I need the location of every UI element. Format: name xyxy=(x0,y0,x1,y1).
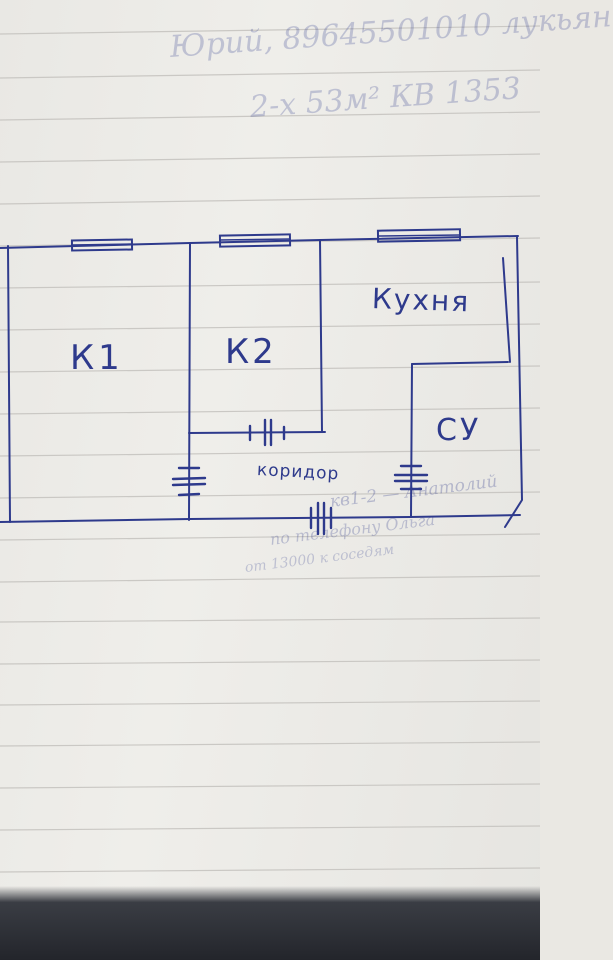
bottom-wall xyxy=(0,514,521,523)
entrance-door xyxy=(309,501,333,536)
right-wall xyxy=(504,236,523,528)
room-label-kitchen: Кухня xyxy=(371,282,471,319)
wall-bathroom-top xyxy=(411,361,509,365)
top-wall xyxy=(0,235,519,249)
door-bathroom-corridor xyxy=(393,464,429,491)
door-k2-corridor xyxy=(248,418,286,447)
wall-k2-corridor xyxy=(188,431,326,434)
floor-plan xyxy=(0,228,523,536)
wall-k2-kitchen xyxy=(319,239,323,433)
wall-bathroom-left xyxy=(410,363,413,518)
room-label-k1: К1 xyxy=(70,338,124,378)
room-label-corridor: коридор xyxy=(256,460,340,485)
left-wall xyxy=(7,245,11,523)
door-k1-corridor xyxy=(171,466,207,497)
dark-background-edge xyxy=(0,886,540,960)
wall-k1-k2 xyxy=(188,242,191,521)
right-wall-inner xyxy=(502,257,511,363)
room-label-k2: К2 xyxy=(225,332,277,372)
room-label-bathroom: СУ xyxy=(436,413,482,448)
window-k2 xyxy=(218,233,292,248)
